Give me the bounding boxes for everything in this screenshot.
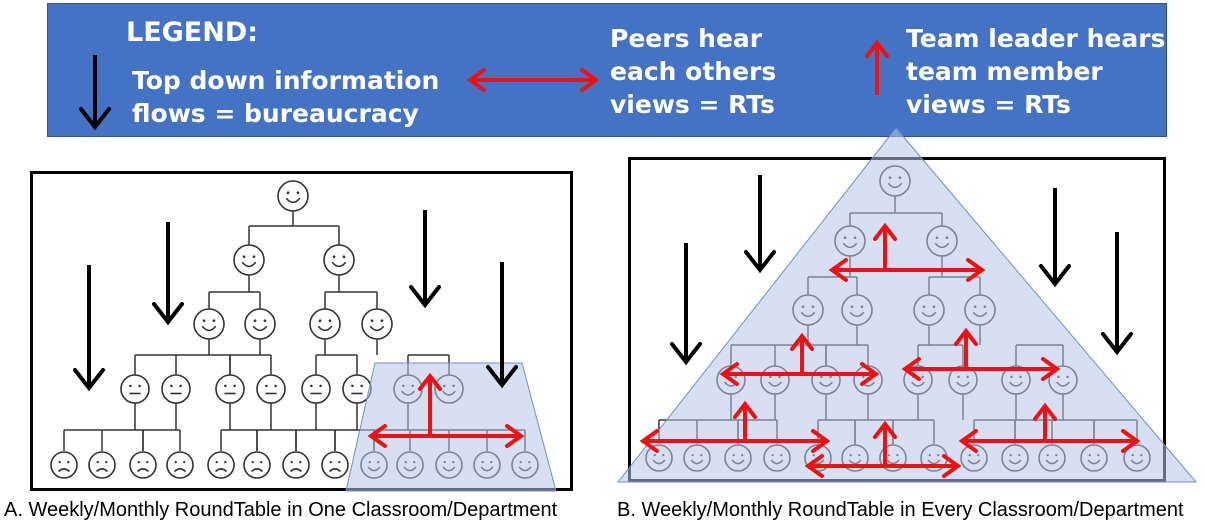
peer-arrow-b-mid-left [719,362,880,386]
face-a-l3-2 [215,374,245,404]
leader-arrow-b-bot-mid [873,420,897,466]
face-a-l3-1 [161,374,191,404]
face-a-l2-3 [361,308,393,340]
face-a-l3-3 [256,374,286,404]
roundtable-shade-a [345,362,557,492]
leader-arrow-b-bot-left [733,400,757,441]
leader-arrow-b-bot-right [1033,402,1057,441]
legend-peers-text: Peers hear each others views = RTs [610,24,777,119]
face-a-l2-1 [244,308,276,340]
roundtable-shade-b [616,127,1198,483]
face-a-l3-0 [120,374,150,404]
face-a-l4-2 [129,451,157,479]
face-a-l4-6 [282,451,310,479]
roundtable-shade-a-poly [345,362,557,492]
leader-arrow-b-top [873,222,897,270]
face-a-l4-0 [50,451,78,479]
caption-a: A. Weekly/Monthly RoundTable in One Clas… [4,499,558,521]
caption-b: B. Weekly/Monthly RoundTable in Every Cl… [617,499,1184,521]
down-arrow-a-3 [409,210,441,309]
legend-leader-arrow-icon [865,39,889,95]
legend-icons [79,39,889,131]
face-a-leader [277,180,309,212]
peer-arrow-b-top [828,258,986,282]
down-arrow-b-3 [1039,188,1071,288]
face-a-l3-4 [301,374,331,404]
face-a-l2-2 [309,308,341,340]
down-arrow-b-4 [1101,232,1133,356]
peer-arrow-b-mid-right [901,357,1061,381]
face-a-l1-0 [233,244,265,276]
legend-title: LEGEND: [126,17,259,48]
face-a-l4-1 [88,451,116,479]
face-a-l1-1 [323,244,355,276]
legend-banner: LEGEND: Top down information flows = bur… [47,3,1167,137]
flow-arrows [73,175,1141,478]
down-arrow-a-1 [73,265,105,392]
down-arrow-b-1 [670,243,702,366]
face-a-l2-0 [193,308,225,340]
peer-arrow-a [367,424,525,448]
down-arrow-a-4 [486,262,518,389]
face-a-l4-7 [321,451,349,479]
legend-top-down-text: Top down information flows = bureaucracy [132,66,440,128]
leader-arrow-a [418,372,442,436]
roundtable-shade-b-poly [616,127,1198,483]
leader-arrow-b-mid-right [954,327,978,369]
legend-down-arrow-icon [79,55,111,131]
peer-arrow-b-bot-right [958,429,1141,453]
down-arrow-b-2 [744,175,776,274]
down-arrow-a-2 [152,222,184,326]
face-a-l4-4 [207,451,235,479]
legend-leader-text: Team leader hears team member views = RT… [906,24,1166,119]
face-a-l4-5 [243,451,271,479]
leader-arrow-b-mid-left [790,332,814,374]
legend-peer-arrow-icon [466,68,600,92]
peer-arrow-b-bot-left [639,429,831,453]
face-a-l4-3 [166,451,194,479]
